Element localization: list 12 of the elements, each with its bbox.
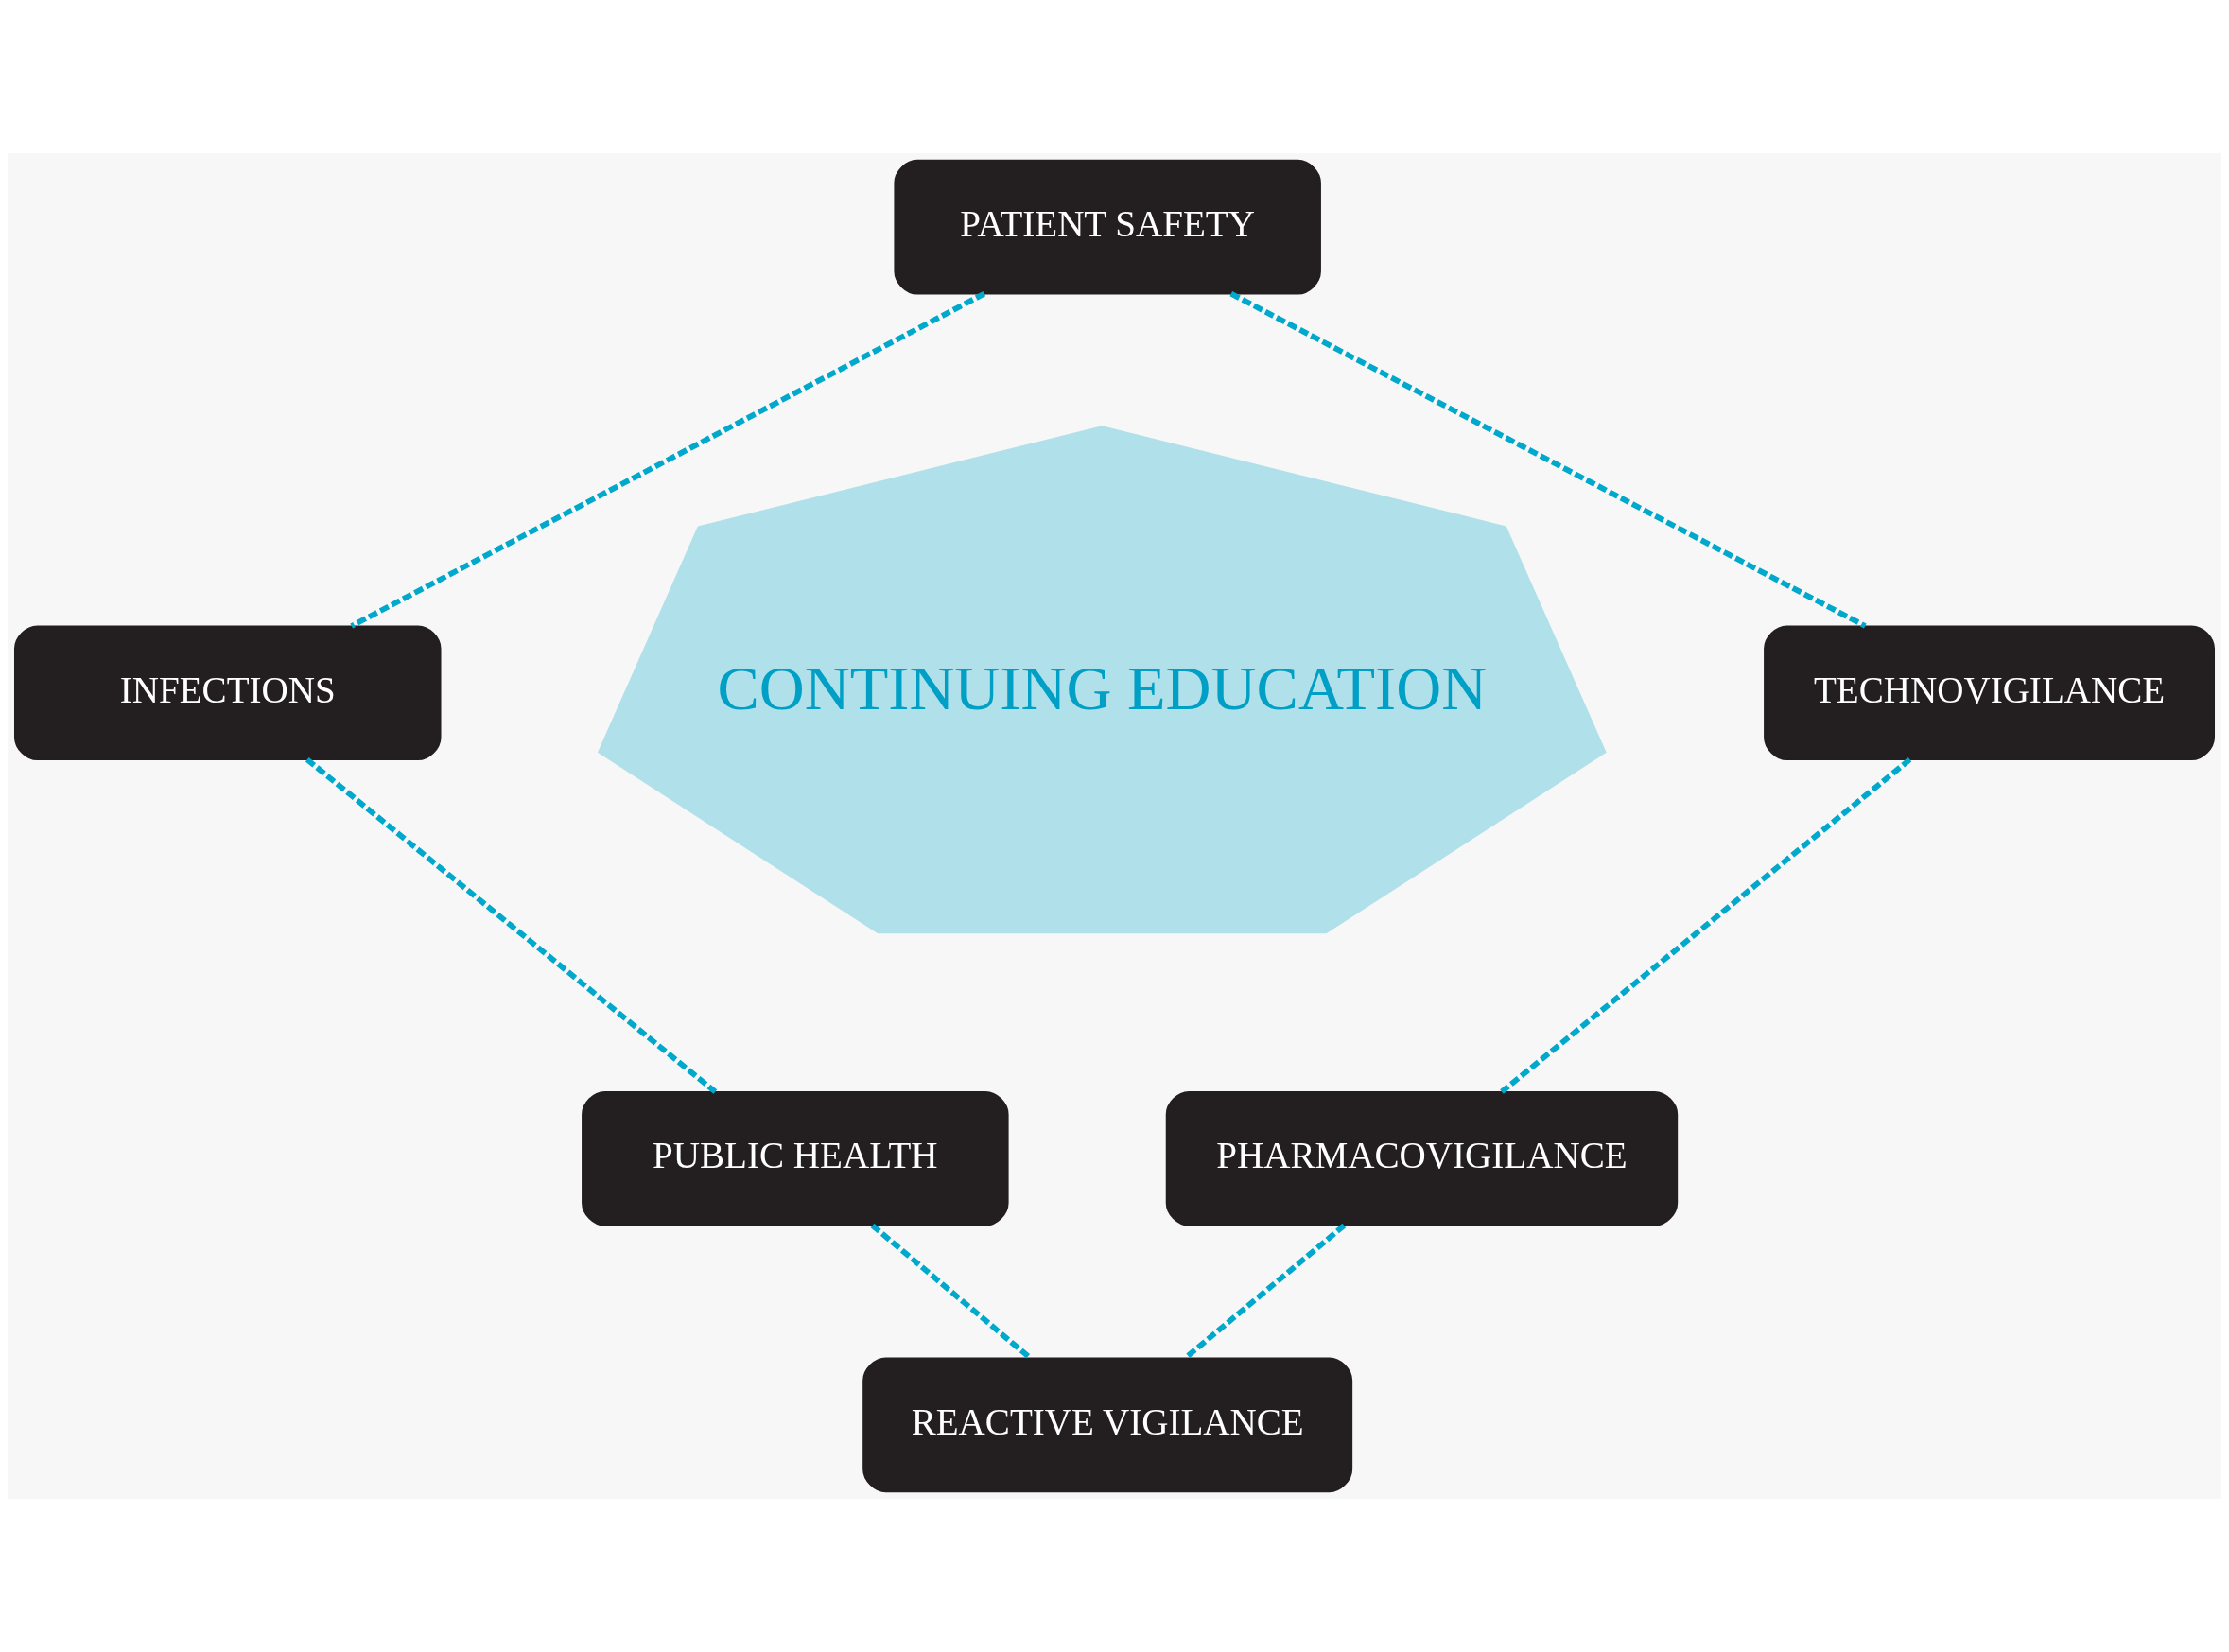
connector bbox=[870, 1223, 1033, 1361]
connector bbox=[1500, 756, 1912, 1094]
node-box: PUBLIC HEALTH bbox=[582, 1091, 1009, 1226]
node-box: INFECTIONS bbox=[14, 625, 442, 761]
connector bbox=[305, 756, 718, 1094]
connector bbox=[350, 291, 986, 629]
node-box: PATIENT SAFETY bbox=[894, 159, 1321, 295]
connector bbox=[1229, 291, 1867, 629]
node-box: PHARMACOVIGILANCE bbox=[1165, 1091, 1679, 1226]
node-box: REACTIVE VIGILANCE bbox=[862, 1357, 1353, 1493]
connector bbox=[1183, 1223, 1347, 1361]
node-box: TECHNOVIGILANCE bbox=[1764, 625, 2215, 761]
